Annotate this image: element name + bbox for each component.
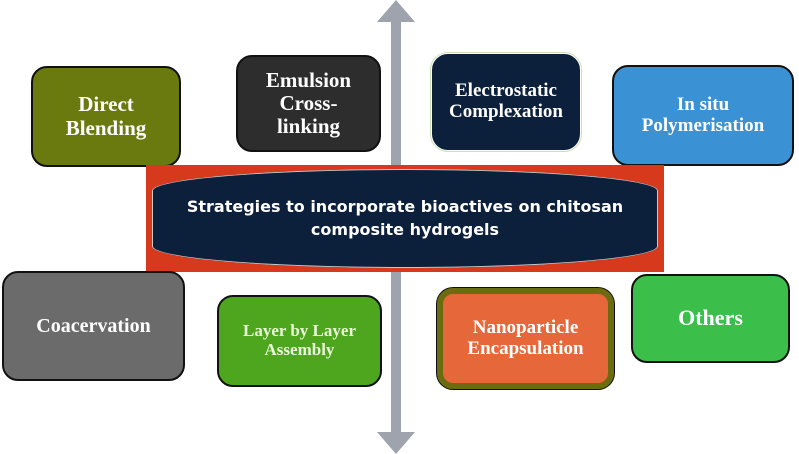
node-emulsion-crosslinking: Emulsion Cross- linking [236,55,381,152]
node-label: Emulsion Cross- linking [265,67,352,139]
node-nanoparticle-encapsulation: Nanoparticle Encapsulation [437,288,614,389]
node-label: Electrostatic Complexation [449,80,563,122]
node-others: Others [631,274,790,363]
central-title: Strategies to incorporate bioactives on … [152,169,658,268]
node-label: Nanoparticle Encapsulation [467,316,584,359]
arrow-up-icon [377,0,415,22]
node-label: In situ Polymerisation [641,93,765,136]
arrow-down-icon [377,432,415,454]
node-label: Coacervation [36,315,151,337]
node-layer-by-layer: Layer by Layer Assembly [217,295,382,387]
node-direct-blending: Direct Blending [31,66,181,167]
node-in-situ-polymerisation: In situ Polymerisation [612,65,794,166]
node-coacervation: Coacervation [2,271,185,381]
node-label: Direct Blending [65,92,147,140]
central-title-frame: Strategies to incorporate bioactives on … [146,165,664,272]
node-label: Others [678,305,743,331]
node-electrostatic-complexation: Electrostatic Complexation [430,52,582,152]
node-label: Layer by Layer Assembly [242,321,356,359]
